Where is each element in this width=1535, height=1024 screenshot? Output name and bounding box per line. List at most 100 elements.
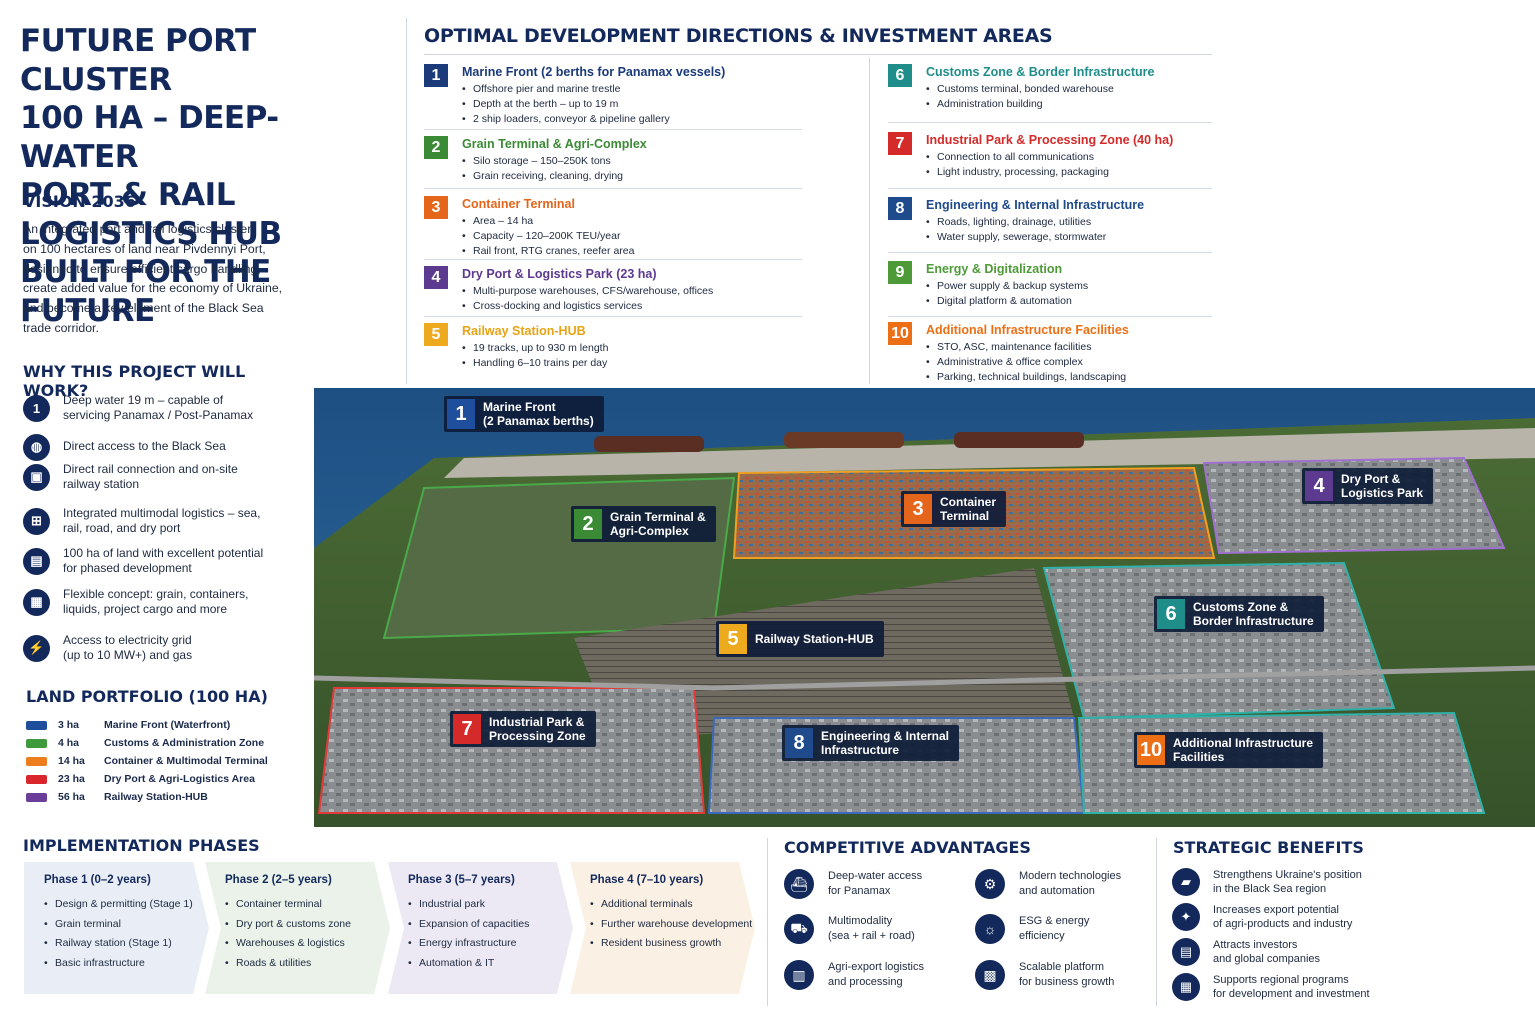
advantage-line: Deep-water access [828, 870, 923, 882]
land-area: 23 ha [58, 773, 85, 785]
phase-name: Phase 4 (7–10 years) [590, 874, 704, 886]
why-item: ⊞Integrated multimodal logistics – sea,r… [23, 503, 308, 539]
map-zone-name: Grain Terminal &Agri-Complex [610, 510, 706, 539]
phase-bullet: Further warehouse development [590, 915, 755, 935]
advantage-line: Modern technologies [1019, 870, 1122, 882]
map-zone-line: Terminal [940, 509, 990, 523]
phase-name: Phase 2 (2–5 years) [225, 874, 332, 886]
truck-icon: ⛟ [784, 914, 814, 944]
direction-bullet: Digital platform & automation [926, 294, 1271, 309]
vision-section: VISION 2036 An integrated port and rail … [23, 192, 298, 339]
benefit-line: of agri-products and industry [1213, 918, 1353, 930]
map-zone-number: 7 [453, 714, 481, 744]
direction-bullet: Roads, lighting, drainage, utilities [926, 215, 1271, 230]
advantage-line: (sea + rail + road) [828, 930, 915, 942]
direction-bullet: Light industry, processing, packaging [926, 165, 1271, 180]
land-area: 4 ha [58, 737, 80, 749]
phase-bullet: Basic infrastructure [44, 954, 209, 974]
map-zone-line: Processing Zone [489, 729, 586, 743]
phase-bullet: Warehouses & logistics [225, 934, 390, 954]
map-zone-number: 4 [1305, 471, 1333, 501]
map-zone-line: Engineering & Internal [821, 728, 950, 743]
land-area: 14 ha [58, 755, 85, 767]
why-item-line: Deep water 19 m – capable of [63, 392, 224, 407]
divider [424, 259, 802, 260]
direction-number: 6 [888, 64, 912, 87]
column-divider [1156, 838, 1157, 1006]
phase-bullet: Container terminal [225, 895, 390, 915]
why-item-line: Access to electricity grid [63, 632, 192, 647]
benefit-item: ✦ Increases export potential of agri-produ… [1172, 901, 1522, 933]
why-item: ◍Direct access to the Black Sea [23, 429, 308, 465]
map-zone-name: Dry Port &Logistics Park [1341, 472, 1423, 501]
land-plot-icon: ▤ [23, 547, 50, 575]
investors-icon: ▤ [1172, 938, 1200, 966]
directions-heading: OPTIMAL DEVELOPMENT DIRECTIONS & INVESTM… [424, 25, 1053, 47]
phase-card: Phase 3 (5–7 years)Industrial parkExpans… [388, 862, 573, 994]
vision-line: designed to ensure efficient cargo handl… [23, 261, 261, 276]
advantage-line: ESG & energy [1019, 915, 1090, 927]
phase-bullet: Resident business growth [590, 934, 755, 954]
power-grid-icon: ⚡ [23, 634, 50, 662]
map-zone-number: 3 [904, 494, 932, 524]
why-item: ▤ 100 ha of land with excellent potential… [23, 543, 308, 579]
map-zone-name: Marine Front(2 Panamax berths) [483, 400, 594, 429]
benefit-line: Increases export potential [1213, 903, 1339, 916]
why-item-text: Integrated multimodal logistics – sea,ra… [63, 506, 260, 537]
land-label: Container & Multimodal Terminal [104, 755, 268, 767]
vision-line: An integrated port and rail logistics cl… [23, 222, 252, 236]
advantage-line: and processing [828, 976, 903, 988]
direction-name: Container Terminal [462, 197, 575, 211]
map-zone-number: 6 [1157, 599, 1185, 629]
map-zone-line: Dry Port & [1341, 471, 1401, 486]
title-line: 100 HA – DEEP-WATER [20, 100, 279, 175]
train-icon: ▣ [23, 463, 50, 491]
why-item-text: Flexible concept: grain, containers,liqu… [63, 587, 248, 618]
map-zone-line: Marine Front [483, 399, 556, 414]
map-zone-line: Border Infrastructure [1193, 614, 1314, 628]
vision-line: trade corridor. [23, 320, 99, 335]
benefit-line: Strengthens Ukraine's position [1213, 868, 1362, 881]
number-one-icon: 1 [23, 394, 50, 422]
land-label: Marine Front (Waterfront) [104, 719, 231, 731]
why-item-text: Access to electricity grid(up to 10 MW+)… [63, 633, 192, 664]
phase-bullet: Design & permitting (Stage 1) [44, 895, 209, 915]
divider [888, 188, 1212, 189]
map-zone-line: (2 Panamax berths) [483, 414, 594, 428]
export-icon: ✦ [1172, 903, 1200, 931]
direction-number: 9 [888, 261, 912, 284]
vision-line: create added value for the economy of Uk… [23, 281, 283, 296]
land-swatch [26, 738, 47, 748]
column-divider [869, 58, 870, 384]
phase-bullet: Railway station (Stage 1) [44, 934, 209, 954]
benefit-line: and global companies [1213, 953, 1321, 965]
direction-name: Marine Front (2 berths for Panamax vesse… [462, 65, 726, 79]
phase-card: Phase 4 (7–10 years)Additional terminals… [570, 862, 755, 994]
column-divider [767, 838, 768, 1006]
direction-number: 1 [424, 64, 448, 87]
direction-bullet: Capacity – 120–200K TEU/year [462, 229, 807, 244]
direction-bullet: Rail front, RTG cranes, reefer area [462, 244, 807, 259]
direction-name: Additional Infrastructure Facilities [926, 323, 1129, 337]
direction-body: Industrial Park & Processing Zone (40 ha… [926, 132, 1271, 180]
